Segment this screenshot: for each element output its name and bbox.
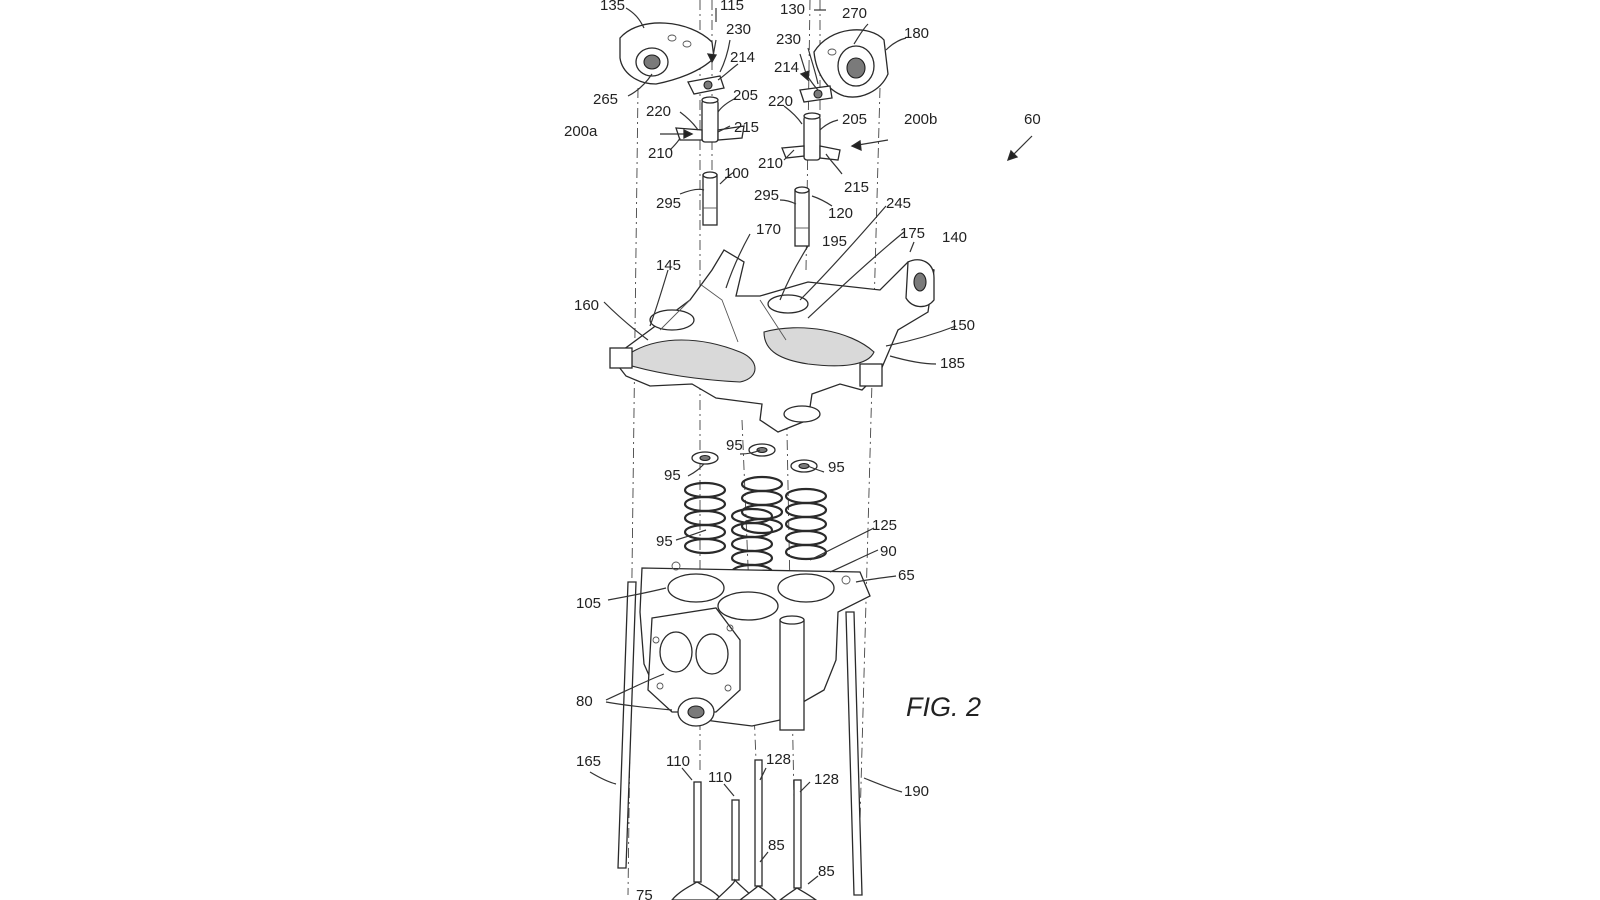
ref-pin-step-left: 295 xyxy=(656,195,681,212)
ref-head-105: 105 xyxy=(576,595,601,612)
ref-arm-left: 215 xyxy=(734,119,759,136)
ref-ports: 80 xyxy=(576,693,593,710)
ref-support-a: 170 xyxy=(756,221,781,238)
ref-bracket-left: 145 xyxy=(656,257,681,274)
ref-rocker-left: 135 xyxy=(600,0,625,14)
cylinder-head xyxy=(639,561,871,731)
clip-left xyxy=(687,75,725,95)
ref-rocker-ref-right: 270 xyxy=(842,5,867,22)
valve-2 xyxy=(715,799,757,900)
ref-support-d: 175 xyxy=(900,225,925,242)
ref-foot-right: 210 xyxy=(758,155,783,172)
rocker-arm-left xyxy=(619,22,715,85)
ref-carrier-left: 160 xyxy=(574,297,599,314)
ref-carrier-tip: 185 xyxy=(940,355,965,372)
ref-clip-sub-right: 214 xyxy=(774,59,799,76)
ref-valve-stem-3: 128 xyxy=(766,751,791,768)
ref-group-left: 200a xyxy=(564,123,598,140)
ref-spring-retainer-3: 95 xyxy=(828,459,845,476)
ref-head-90: 90 xyxy=(880,543,897,560)
ref-valve-head-2: 85 xyxy=(818,863,835,880)
ref-spring-retainer-4: 95 xyxy=(656,533,673,550)
ref-valve-head-1: 85 xyxy=(768,837,785,854)
spring-4 xyxy=(730,507,774,581)
ref-valve-stem-4: 128 xyxy=(814,771,839,788)
ref-axis-left: 115 xyxy=(720,0,744,14)
rocker-carrier xyxy=(609,249,935,433)
spring-2 xyxy=(740,443,784,535)
spring-3 xyxy=(784,459,828,561)
ref-clip-left: 230 xyxy=(726,21,751,38)
ref-clip-right: 230 xyxy=(776,31,801,48)
post-assembly-left xyxy=(675,96,745,143)
clip-right xyxy=(799,85,833,103)
ref-carrier-right: 150 xyxy=(950,317,975,334)
ref-rocker-right: 180 xyxy=(904,25,929,42)
ref-axis-right: 130 xyxy=(780,1,805,18)
valve-springs xyxy=(683,443,828,581)
ref-pushrod-right: 190 xyxy=(904,783,929,800)
ref-pin-step-right: 295 xyxy=(754,187,779,204)
ref-head-65: 65 xyxy=(898,567,915,584)
ref-support-b: 195 xyxy=(822,233,847,250)
ref-rocker-ref-left: 265 xyxy=(593,91,618,108)
ref-post-base-right: 220 xyxy=(768,93,793,110)
ref-pin-right: 120 xyxy=(828,205,853,222)
valve-1 xyxy=(671,781,723,900)
valve-4 xyxy=(778,779,818,900)
pin-left xyxy=(702,171,718,226)
ref-head-125: 125 xyxy=(872,517,897,534)
ref-spring-retainer-2: 95 xyxy=(664,467,681,484)
pin-right xyxy=(794,186,810,247)
ref-valve-stem-2: 110 xyxy=(708,769,732,786)
ref-foot-left: 210 xyxy=(648,145,673,162)
reference-numerals: 135 115 130 270 180 230 230 214 214 265 … xyxy=(564,0,1041,900)
valve-3 xyxy=(738,759,777,900)
figure-label: FIG. 2 xyxy=(906,692,981,722)
pushrod-right xyxy=(845,611,863,896)
post-assembly-right xyxy=(781,112,841,161)
group-arrows xyxy=(660,39,1033,162)
ref-arm-right: 215 xyxy=(844,179,869,196)
ref-valve-stem-1: 110 xyxy=(666,753,690,770)
ref-pushrod-left: 165 xyxy=(576,753,601,770)
ref-pin-left: 100 xyxy=(724,165,749,182)
ref-group-right: 200b xyxy=(904,111,937,128)
ref-post-left: 205 xyxy=(733,87,758,104)
ref-clip-sub-left: 214 xyxy=(730,49,755,66)
pushrod-left xyxy=(617,581,637,869)
spring-1 xyxy=(683,451,727,555)
ref-valve-head-3: 75 xyxy=(636,887,653,900)
leader-lines xyxy=(589,7,957,885)
ref-assembly: 60 xyxy=(1024,111,1041,128)
ref-bracket-end: 140 xyxy=(942,229,967,246)
ref-post-right: 205 xyxy=(842,111,867,128)
ref-post-base-left: 220 xyxy=(646,103,671,120)
ref-spring-retainer-1: 95 xyxy=(726,437,743,454)
valves xyxy=(671,759,818,900)
ref-support-c: 245 xyxy=(886,195,911,212)
rocker-arm-right xyxy=(813,29,889,98)
